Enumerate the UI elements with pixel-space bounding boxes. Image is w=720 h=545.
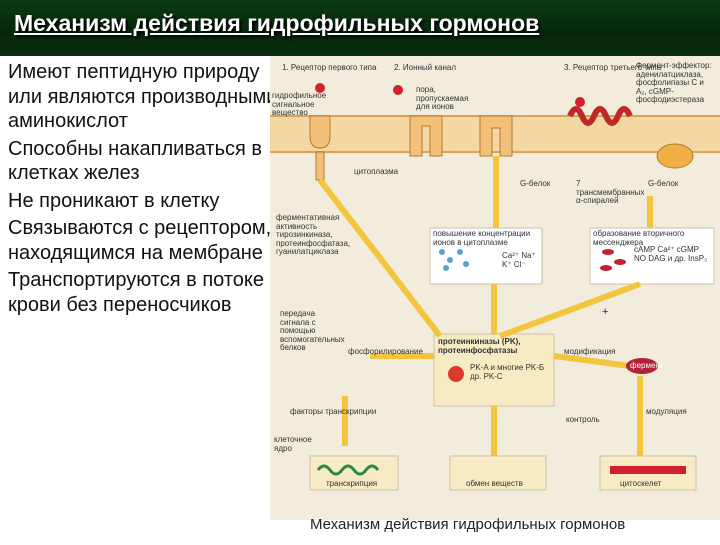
slide-title: Механизм действия гидрофильных гормонов	[14, 10, 540, 36]
pore-label: пора, пропускаемая для ионов	[416, 85, 469, 111]
bullet-item: Связываются с рецептором, находящимся на…	[8, 217, 272, 264]
pk-list: PK-A и многие PK-Б др. PK-C	[470, 363, 545, 381]
enzyme-label: фермент	[630, 361, 664, 370]
output-metabolism	[449, 455, 547, 491]
relay-label: передача сигнала с помощью вспомогательн…	[280, 309, 345, 352]
mechanism-diagram: 1. Рецептор первого типа 2. Ионный канал…	[270, 56, 720, 540]
phosphorylation-label: фосфорилирование	[348, 347, 423, 356]
messenger-box-title: образование вторичного мессенджера	[593, 229, 685, 247]
hormone-molecule	[315, 83, 325, 93]
seven-tm-label: 7 трансмембранных α-спиралей	[576, 179, 645, 205]
hormone-label: гидрофильное сигнальное вещество	[272, 91, 327, 117]
ion-box-title: повышение концентрации ионов в цитоплазм…	[433, 229, 531, 247]
hormone-molecule	[393, 85, 403, 95]
ion-list: Ca²⁺ Na⁺ K⁺ Cl⁻	[502, 251, 536, 269]
g-protein-left: G-белок	[520, 179, 551, 188]
pk-box-title: протеинкиназы (PK), протеинфосфатазы	[438, 337, 521, 355]
enzyme-activity-label: ферментативная активность тирозинкиназа,…	[276, 213, 351, 256]
plus-sign: +	[602, 306, 609, 318]
ion-channel-2	[479, 115, 513, 157]
messenger-box	[589, 227, 715, 285]
receptor3-header: 3. Рецептор третьего типа	[564, 63, 662, 72]
effector-label: Фермент-эффектор: аденилатциклаза, фосфо…	[636, 61, 712, 104]
hormone-molecule	[575, 97, 585, 107]
output-cytoskeleton-label: цитоскелет	[620, 479, 662, 488]
bullet-item: Способны накапливаться в клетках желез	[8, 137, 263, 185]
receptor-type-3	[567, 106, 633, 126]
bullet-item: Транспортируются в потоке крови без пере…	[8, 269, 264, 316]
bullet-item: Имеют пептидную природу или являются про…	[8, 61, 278, 132]
diagram-caption: Механизм действия гидрофильных гормонов	[310, 516, 626, 533]
nucleus-label: клеточное ядро	[274, 435, 312, 453]
bullet-list: Имеют пептидную природу или являются про…	[8, 60, 278, 320]
control-label: контроль	[566, 415, 600, 424]
title-bar: Механизм действия гидрофильных гормонов	[0, 0, 720, 56]
ion-channel	[409, 115, 443, 157]
messenger-list: cAMP Ca²⁺ cGMP NO DAG и др. InsP₃	[634, 245, 708, 263]
output-transcription	[309, 455, 399, 491]
pk-star	[448, 366, 464, 382]
output-metabolism-label: обмен веществ	[466, 479, 523, 488]
modulation-label: модуляция	[646, 407, 687, 416]
effector-enzyme	[656, 143, 694, 169]
output-transcription-label: транскрипция	[326, 479, 378, 488]
transcription-factors-label: факторы транскрипции	[290, 407, 377, 416]
cytoplasm-label: цитоплазма	[354, 167, 399, 176]
channel-header: 2. Ионный канал	[394, 63, 457, 72]
bullet-item: Не проникают в клетку	[8, 189, 220, 212]
diagram-graphics	[270, 56, 720, 520]
modification-label: модификация	[564, 347, 616, 356]
receptor-type-1	[309, 115, 331, 149]
enzyme-oval	[626, 358, 658, 374]
ion-box	[429, 227, 543, 285]
g-protein-right: G-белок	[648, 179, 679, 188]
receptor1-header: 1. Рецептор первого типа	[282, 63, 377, 72]
